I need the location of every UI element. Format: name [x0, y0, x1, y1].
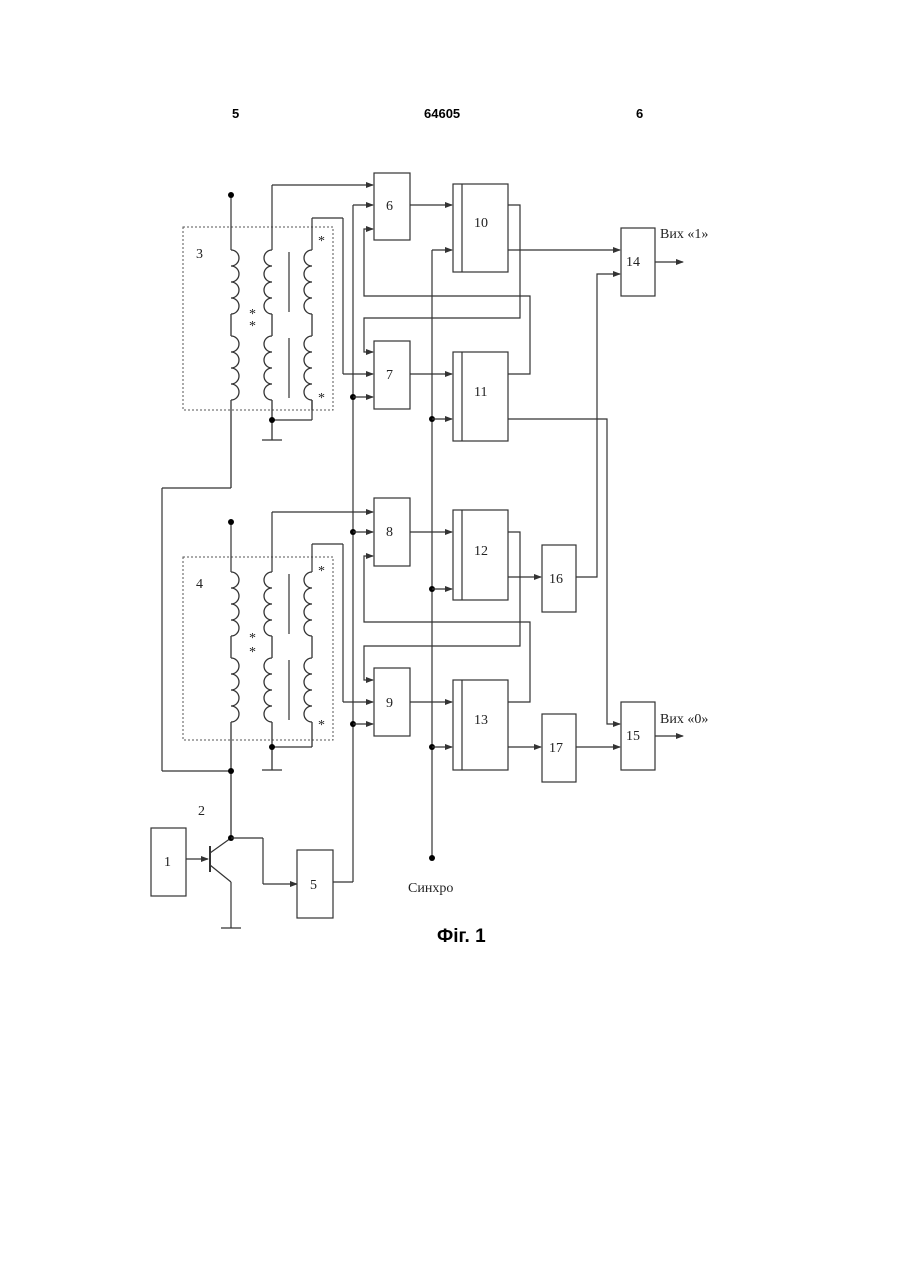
- block-1-label: 1: [164, 855, 171, 870]
- output-0-label: Вих «0»: [660, 712, 708, 727]
- block-6-label: 6: [386, 199, 393, 214]
- winding-star-mark: *: [318, 564, 325, 579]
- winding-star-mark: *: [249, 631, 256, 646]
- winding-star-mark: *: [249, 319, 256, 334]
- transformer-3: [183, 185, 373, 488]
- block-9-label: 9: [386, 696, 393, 711]
- transformer-4-frame: [183, 557, 333, 740]
- transformer-3-frame: [183, 227, 333, 410]
- block-3-label: 3: [196, 247, 203, 262]
- winding-star-mark: *: [249, 645, 256, 660]
- block-11-label: 11: [474, 385, 487, 400]
- block-7-label: 7: [386, 368, 393, 383]
- secondary-coil-4b: [304, 572, 312, 747]
- sync-input-label: Синхро: [408, 881, 453, 896]
- figure-caption: Фіг. 1: [437, 926, 486, 947]
- winding-star-mark: *: [318, 234, 325, 249]
- transformer-4: [183, 512, 373, 838]
- block-5-label: 5: [310, 878, 317, 893]
- block-12-label: 12: [474, 544, 488, 559]
- block-15-label: 15: [626, 729, 640, 744]
- transistor-2: [186, 835, 241, 928]
- primary-coil-4: [231, 572, 239, 838]
- block-4-label: 4: [196, 577, 203, 592]
- output-1-label: Вих «1»: [660, 227, 708, 242]
- primary-coil-3: [231, 250, 239, 488]
- block-10-label: 10: [474, 216, 488, 231]
- winding-star-mark: *: [318, 391, 325, 406]
- block-14-label: 14: [626, 255, 640, 270]
- secondary-coil-3b: [304, 250, 312, 410]
- block-16-label: 16: [549, 572, 563, 587]
- block-17-label: 17: [549, 741, 563, 756]
- block-8-label: 8: [386, 525, 393, 540]
- winding-star-mark: *: [318, 718, 325, 733]
- block-13-label: 13: [474, 713, 488, 728]
- block-2-label: 2: [198, 804, 205, 819]
- secondary-coil-3a: [264, 250, 272, 440]
